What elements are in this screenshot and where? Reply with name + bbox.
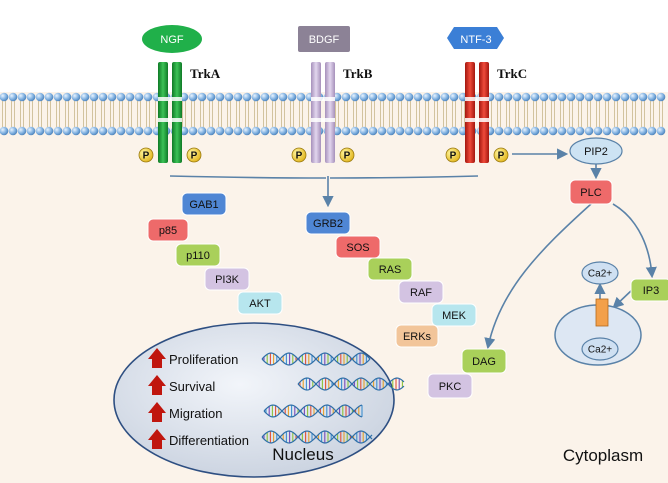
trka-label: TrkA — [190, 66, 221, 81]
grb2-label: GRB2 — [313, 218, 343, 230]
svg-text:P: P — [498, 151, 505, 162]
dna-strands — [261, 352, 405, 444]
arrow-trkc-to-grb2 — [329, 175, 479, 179]
pkc-protein: PKC — [427, 373, 473, 399]
dna-strand-icon — [261, 352, 371, 366]
plc-label: PLC — [580, 187, 601, 199]
outcome-item: Proliferation — [148, 348, 238, 368]
outcome-item: Survival — [148, 375, 215, 395]
dag-label: DAG — [472, 356, 496, 368]
raf-protein: RAF — [398, 280, 444, 304]
plc-protein: PLC — [569, 179, 613, 205]
trkc-receptor — [465, 62, 489, 163]
svg-text:P: P — [191, 151, 198, 162]
akt-protein: AKT — [237, 291, 283, 315]
arrow-trka-to-grb2 — [169, 175, 327, 179]
p110-protein: p110 — [175, 243, 221, 267]
dna-strand-icon — [297, 377, 405, 391]
sos-label: SOS — [346, 242, 369, 254]
gab1-label: GAB1 — [189, 199, 218, 211]
ras-label: RAS — [379, 264, 402, 276]
up-arrow-icon — [148, 348, 166, 368]
up-arrow-icon — [148, 375, 166, 395]
nucleus-title: Nucleus — [272, 445, 333, 464]
bdgf-label: BDGF — [309, 34, 340, 46]
ntf3-ligand: NTF-3 — [447, 27, 504, 49]
up-arrow-icon — [148, 429, 166, 449]
bdgf-ligand: BDGF — [298, 26, 350, 52]
svg-text:P: P — [450, 151, 457, 162]
trka-receptor — [158, 62, 182, 163]
pip2-label: PIP2 — [584, 146, 608, 158]
phosphate-icon: P — [186, 147, 202, 163]
raf-label: RAF — [410, 287, 432, 299]
mek-protein: MEK — [431, 303, 477, 327]
ngf-label: NGF — [160, 34, 184, 46]
svg-text:P: P — [143, 151, 150, 162]
phosphate-icon: P — [445, 147, 461, 163]
arrow-plc-to-dag — [484, 203, 592, 350]
arrow-plc-to-ip3 — [612, 203, 657, 279]
pkc-label: PKC — [439, 381, 462, 393]
calcium-ion: Ca2+ — [581, 337, 619, 361]
phosphate-icon: P — [138, 147, 154, 163]
outcome-label: Proliferation — [169, 352, 238, 367]
grb2-protein: GRB2 — [305, 211, 351, 235]
up-arrow-icon — [148, 402, 166, 422]
dna-strand-icon — [261, 430, 373, 444]
pi3k-protein: PI3K — [204, 267, 250, 291]
pip2-protein: PIP2 — [569, 137, 623, 165]
trkc-label: TrkC — [497, 66, 527, 81]
outcome-label: Differentiation — [169, 433, 249, 448]
ca_top-label: Ca2+ — [588, 269, 612, 280]
sos-protein: SOS — [335, 235, 381, 259]
p85-label: p85 — [159, 225, 177, 237]
pathway-arrows — [169, 148, 657, 350]
p85-protein: p85 — [147, 218, 189, 242]
calcium-ion: Ca2+ — [581, 261, 619, 285]
erks-protein: ERKs — [395, 324, 439, 348]
ip3-label: IP3 — [643, 285, 660, 297]
ip3-protein: IP3 — [630, 278, 668, 302]
trkb-receptor — [311, 62, 335, 163]
cytoplasm-label: Cytoplasm — [563, 446, 643, 465]
gab1-protein: GAB1 — [181, 192, 227, 216]
calcium-store — [554, 298, 642, 366]
ngf-ligand: NGF — [142, 25, 202, 53]
trkb-label: TrkB — [343, 66, 373, 81]
ras-protein: RAS — [367, 257, 413, 281]
erks-label: ERKs — [403, 331, 432, 343]
phosphate-icon: P — [493, 147, 509, 163]
mek-label: MEK — [442, 310, 467, 322]
ntf3-label: NTF-3 — [460, 34, 491, 46]
phosphate-icon: P — [339, 147, 355, 163]
ca-channel — [595, 298, 609, 327]
nucleus — [113, 322, 395, 478]
outcome-item: Migration — [148, 402, 222, 422]
svg-text:P: P — [296, 151, 303, 162]
nucleus-outcomes: ProliferationSurvivalMigrationDifferenti… — [148, 348, 249, 449]
outcome-item: Differentiation — [148, 429, 249, 449]
p110-label: p110 — [186, 250, 210, 262]
ca_bottom-label: Ca2+ — [588, 345, 612, 356]
dag-protein: DAG — [461, 348, 507, 374]
akt-label: AKT — [249, 298, 271, 310]
pi3k-label: PI3K — [215, 274, 240, 286]
arrow-ip3-to-channel — [612, 288, 634, 309]
dna-strand-icon — [263, 404, 363, 418]
svg-text:P: P — [344, 151, 351, 162]
outcome-label: Migration — [169, 406, 222, 421]
outcome-label: Survival — [169, 379, 215, 394]
phosphate-icon: P — [291, 147, 307, 163]
